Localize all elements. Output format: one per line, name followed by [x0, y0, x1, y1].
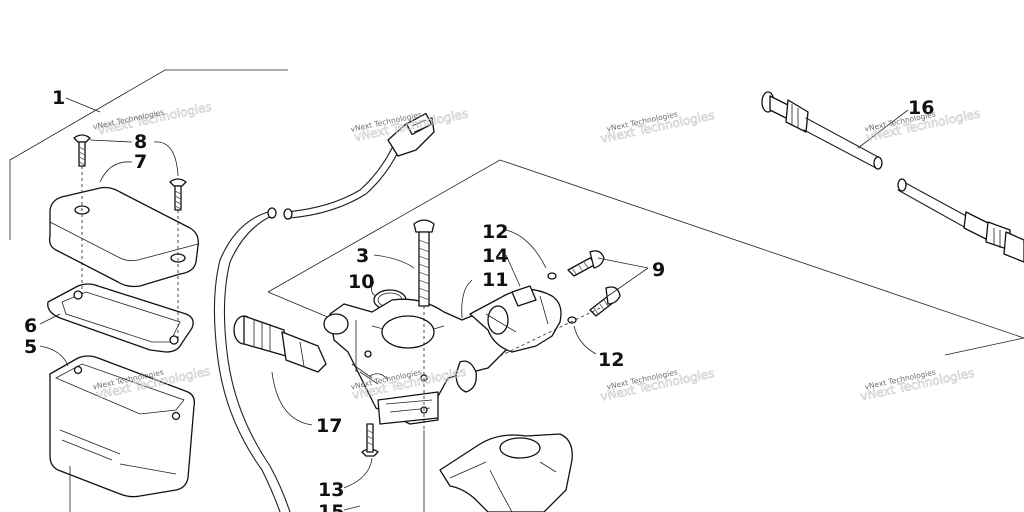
- callout-3: 3: [356, 245, 369, 267]
- callout-10: 10: [348, 271, 374, 293]
- handlebar-clamp: [469, 285, 562, 353]
- callout-8: 8: [134, 131, 147, 153]
- washer-lower: [567, 316, 577, 324]
- reservoir-screw-right: [169, 178, 187, 211]
- assembly-frame-right: [267, 159, 1024, 356]
- callout-14: 14: [482, 245, 508, 267]
- master-cylinder-body: [323, 298, 509, 425]
- callout-15: 15: [318, 501, 344, 512]
- wire-harness: [285, 112, 435, 219]
- callout-12-upper: 12: [482, 221, 508, 243]
- callout-11: 11: [482, 269, 508, 291]
- leader-lines: [39, 97, 909, 511]
- callout-1: 1: [52, 87, 65, 109]
- pivot-screw: [361, 423, 379, 457]
- watermarks: vNext Technologies vNext Technologies vN…: [92, 99, 982, 404]
- clamp-screw-upper: [567, 250, 605, 277]
- reservoir-screw-left: [73, 134, 91, 167]
- washer-upper: [547, 272, 557, 280]
- brake-hose: [213, 207, 293, 512]
- center-bolt: [413, 219, 435, 307]
- callout-6: 6: [24, 315, 37, 337]
- callout-7: 7: [134, 151, 147, 173]
- callout-16: 16: [908, 97, 934, 119]
- reservoir-body: [49, 355, 196, 498]
- throttle-cable: [761, 91, 1024, 263]
- callout-5: 5: [24, 336, 37, 358]
- callout-labels: 1 8 7 6 5 3 10 11 12 14 9 12 17 13 15 16: [24, 87, 934, 512]
- callout-13: 13: [318, 479, 344, 501]
- callout-12-lower: 12: [598, 349, 624, 371]
- callout-17: 17: [316, 415, 342, 437]
- callout-9: 9: [652, 259, 665, 281]
- assembly-frame-left: [9, 69, 288, 240]
- brake-switch-sensor: [233, 315, 327, 373]
- clamp-screw-lower: [589, 286, 621, 317]
- reservoir-gasket: [47, 283, 194, 353]
- brake-lever: [439, 433, 573, 512]
